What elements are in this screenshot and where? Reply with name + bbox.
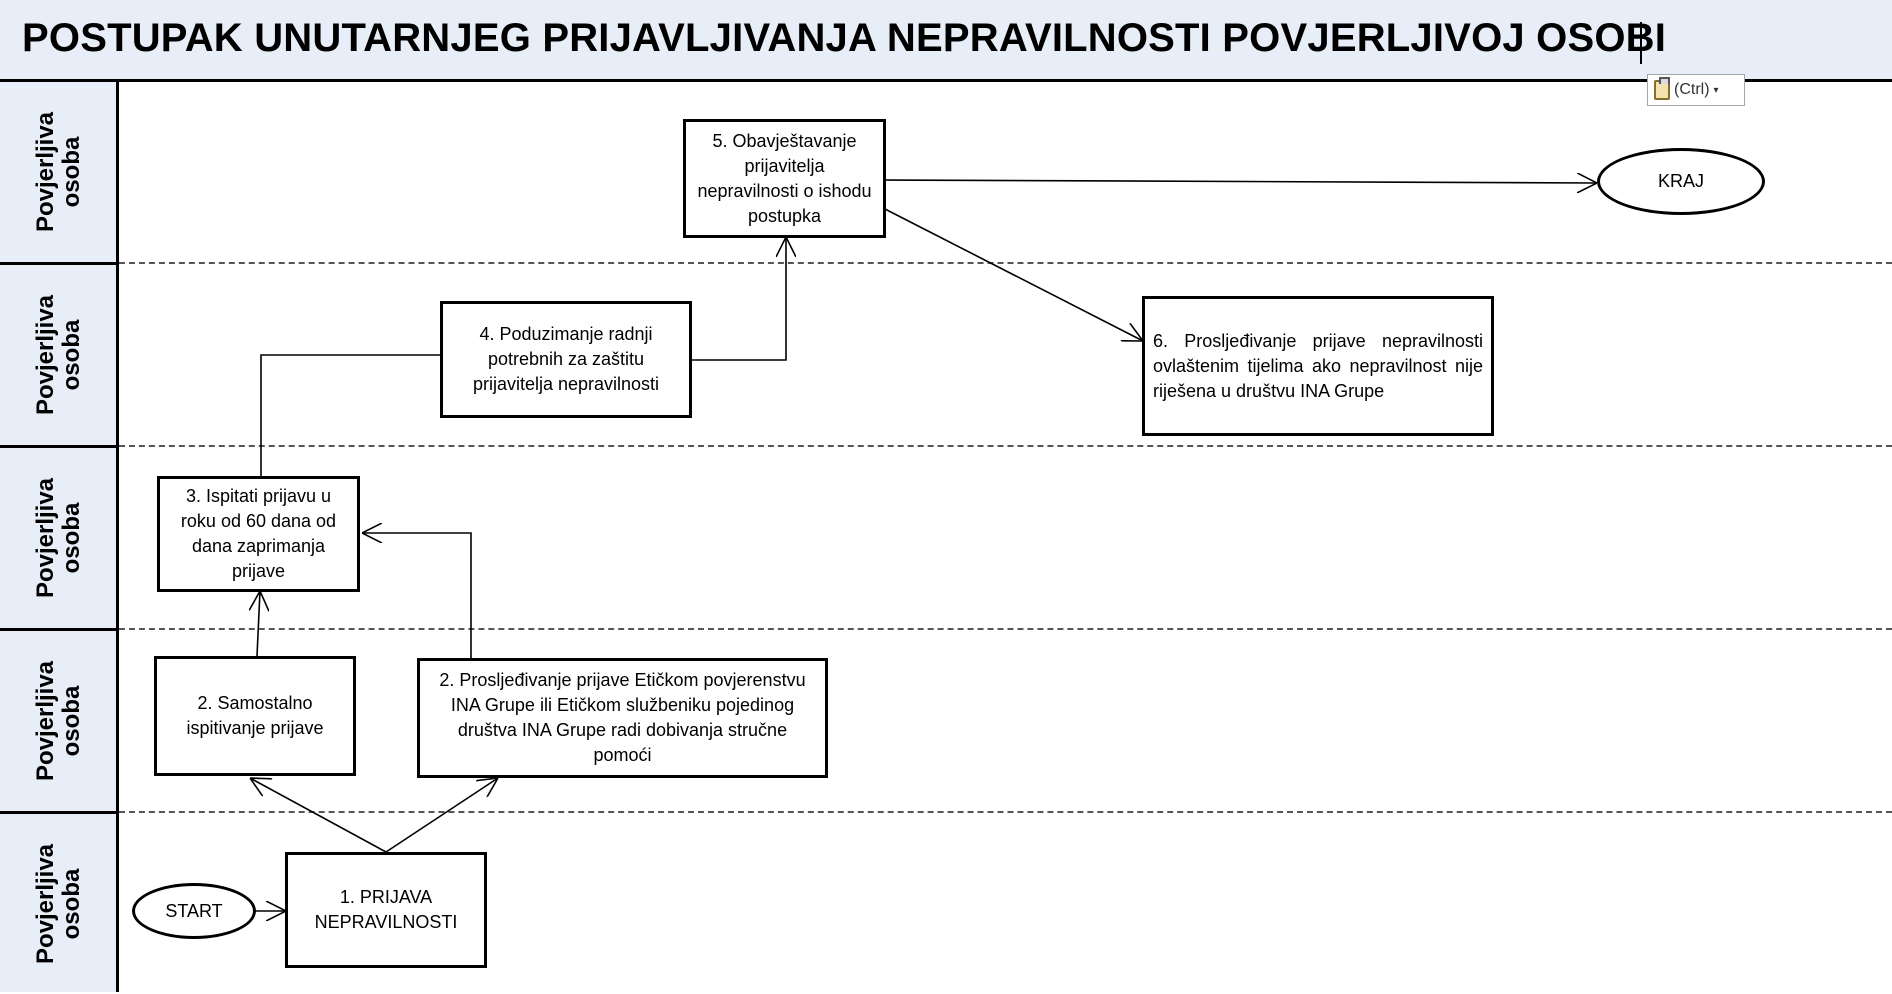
- lane-column-border: [116, 80, 119, 992]
- diagram-title: POSTUPAK UNUTARNJEG PRIJAVLJIVANJA NEPRA…: [22, 16, 1667, 60]
- line-step3-to-step4: [260, 354, 442, 476]
- arrow-step4-to-step5: [690, 237, 786, 361]
- step-1-box: 1. PRIJAVA NEPRAVILNOSTI: [285, 852, 487, 968]
- step-3-box: 3. Ispitati prijavu u roku od 60 dana od…: [157, 476, 360, 592]
- header-divider: [0, 79, 1892, 82]
- lane-divider: [119, 811, 1892, 813]
- paste-options-button[interactable]: (Ctrl) ▾: [1647, 74, 1745, 106]
- dropdown-caret-icon: ▾: [1713, 84, 1719, 96]
- text-cursor: [1640, 22, 1642, 64]
- arrow-step1-to-step2a: [250, 778, 387, 853]
- arrow-step5-to-end: [882, 180, 1597, 183]
- lane-label-column: [0, 82, 117, 992]
- arrow-step5-to-step6: [882, 207, 1143, 341]
- step-5-text: 5. Obavještavanje prijavitelja nepraviln…: [697, 130, 872, 226]
- step-2b-text: 2. Prosljeđivanje prijave Etičkom povjer…: [439, 670, 806, 765]
- arrow-step2b-to-step3: [362, 533, 472, 658]
- lane-divider: [119, 628, 1892, 630]
- title-bar: [0, 0, 1892, 80]
- arrow-step2a-to-step3: [257, 591, 260, 657]
- step-1-text: 1. PRIJAVA NEPRAVILNOSTI: [314, 887, 458, 932]
- lane-separator: [0, 445, 117, 448]
- paste-options-label: (Ctrl): [1674, 81, 1710, 98]
- start-terminal: START: [132, 883, 256, 939]
- lane-separator: [0, 628, 117, 631]
- clipboard-icon: [1654, 77, 1670, 100]
- lane-separator: [0, 262, 117, 265]
- step-2a-box: 2. Samostalno ispitivanje prijave: [154, 656, 356, 776]
- lane-divider: [119, 262, 1892, 264]
- step-2a-text: 2. Samostalno ispitivanje prijave: [186, 693, 324, 738]
- step-5-box: 5. Obavještavanje prijavitelja nepraviln…: [683, 119, 886, 238]
- end-terminal: KRAJ: [1597, 148, 1765, 215]
- step-6-text: 6. Prosljeđivanje prijave nepravilnosti …: [1153, 330, 1483, 401]
- lane-divider: [119, 445, 1892, 447]
- step-3-text: 3. Ispitati prijavu u roku od 60 dana od…: [180, 486, 337, 581]
- step-6-box: 6. Prosljeđivanje prijave nepravilnosti …: [1142, 296, 1494, 436]
- step-4-box: 4. Poduzimanje radnji potrebnih za zašti…: [440, 301, 692, 418]
- step-2b-box: 2. Prosljeđivanje prijave Etičkom povjer…: [417, 658, 828, 778]
- step-4-text: 4. Poduzimanje radnji potrebnih za zašti…: [472, 324, 660, 394]
- lane-separator: [0, 811, 117, 814]
- arrow-step1-to-step2b: [385, 778, 498, 853]
